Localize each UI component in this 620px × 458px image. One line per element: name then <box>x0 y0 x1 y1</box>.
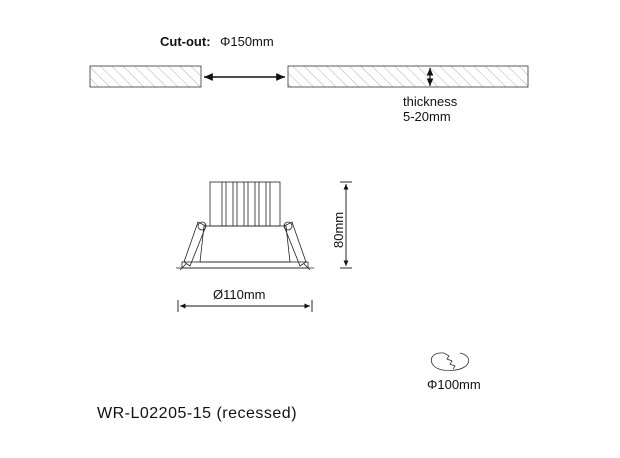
height-dimension <box>340 181 352 269</box>
cutout-value: Φ150mm <box>220 34 274 49</box>
thickness-label: thickness <box>403 94 458 109</box>
width-dimension <box>177 300 313 312</box>
downlight-side-view <box>176 181 314 271</box>
ceiling-panel-right <box>287 65 529 88</box>
hole-saw-icon <box>430 352 470 371</box>
cutout-label: Cut-out: <box>160 34 211 49</box>
thickness-value: 5-20mm <box>403 109 451 124</box>
width-value: Ø110mm <box>213 287 266 302</box>
model-name: WR-L02205-15 (recessed) <box>97 405 297 422</box>
hole-value: Φ100mm <box>427 377 481 392</box>
height-value: 80mm <box>331 212 346 248</box>
ceiling-panel-left <box>89 65 202 88</box>
